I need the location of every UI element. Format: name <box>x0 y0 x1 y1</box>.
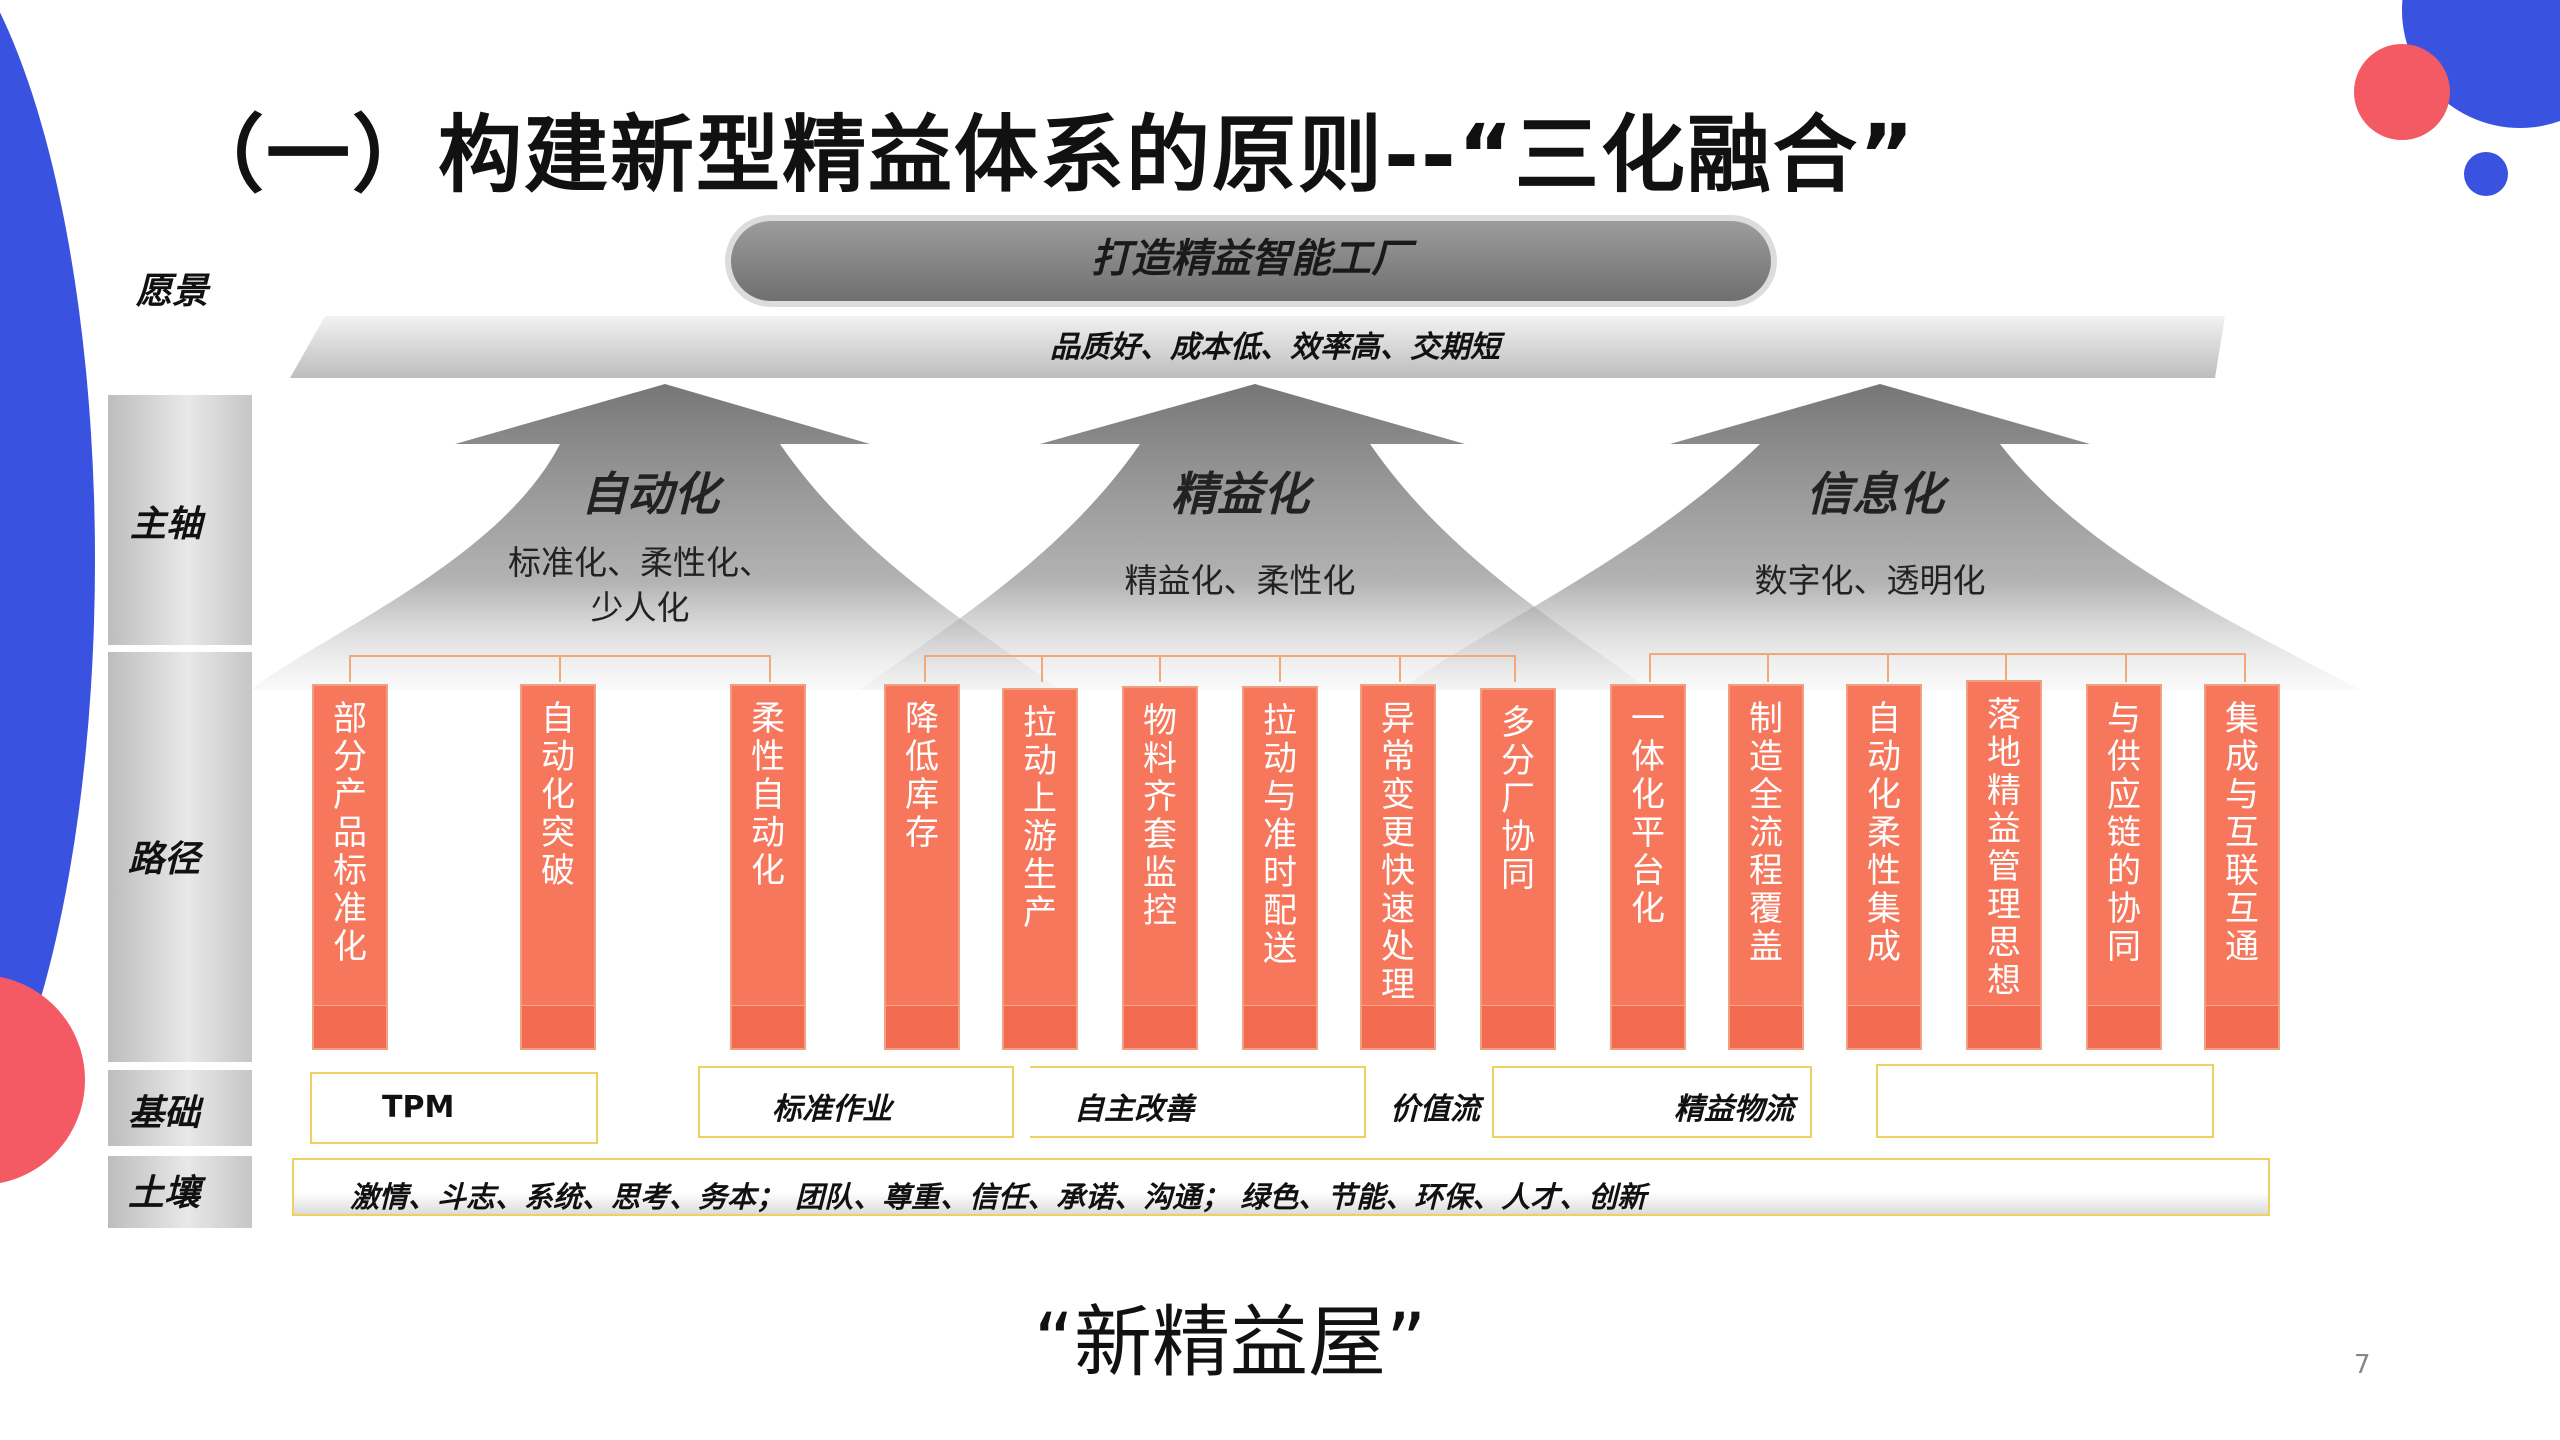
foundation-logistics: 精益物流 <box>1674 1092 1794 1127</box>
foundation-box-empty <box>1876 1064 2214 1138</box>
axis-title-automation: 自动化 <box>581 467 719 521</box>
path-label: 落地精益管理思想 <box>1987 695 2021 1001</box>
pillar-base <box>2088 1005 2160 1048</box>
path-pillar: 柔性自动化 <box>730 684 806 1050</box>
row-label-path: 路径 <box>128 839 201 880</box>
pillar-base <box>2206 1005 2278 1048</box>
path-pillar: 物料齐套监控 <box>1122 686 1198 1050</box>
arrow-automation <box>250 384 1060 690</box>
foundation-box-standard-work <box>698 1066 1014 1138</box>
page-title: （一）构建新型精益体系的原则--“三化融合” <box>180 106 1917 204</box>
pillar-base <box>1612 1005 1684 1048</box>
foundation-box-logistics <box>1492 1066 1812 1138</box>
path-label: 一体化平台化 <box>1631 699 1665 929</box>
label-bar-base <box>108 1070 252 1146</box>
label-bar-soil <box>108 1156 252 1228</box>
path-label: 部分产品标准化 <box>333 699 367 967</box>
path-pillar: 拉动上游生产 <box>1002 688 1078 1050</box>
foundation-box-tpm <box>310 1072 598 1144</box>
axis-subtitle-lean: 精益化、柔性化 <box>1124 561 1356 600</box>
pillar-base <box>1124 1005 1196 1048</box>
row-label-vision: 愿景 <box>136 271 209 312</box>
path-label: 拉动上游生产 <box>1023 703 1057 933</box>
soil-text: 激情、斗志、系统、思考、务本； 团队、尊重、信任、承诺、沟通； 绿色、节能、环保… <box>350 1180 1647 1214</box>
arrow-informatization <box>1400 384 2360 690</box>
row-label-base: 基础 <box>128 1093 201 1134</box>
pillar-base <box>732 1005 804 1048</box>
roof-shape <box>290 316 2225 378</box>
path-label: 自动化柔性集成 <box>1867 699 1901 967</box>
pillar-base <box>1362 1005 1434 1048</box>
path-pillar: 多分厂协同 <box>1480 688 1556 1050</box>
path-label: 物料齐套监控 <box>1143 701 1177 931</box>
axis-title-informatization: 信息化 <box>1806 467 1944 521</box>
top-right-red-circle <box>2354 44 2450 140</box>
pillar-base <box>1004 1005 1076 1048</box>
vision-banner-text: 打造精益智能工厂 <box>1091 236 1411 282</box>
path-label: 制造全流程覆盖 <box>1749 699 1783 967</box>
path-label: 柔性自动化 <box>751 699 785 891</box>
path-pillar: 异常变更快速处理 <box>1360 684 1436 1050</box>
path-label: 自动化突破 <box>541 699 575 891</box>
diagram-caption: “新精益屋” <box>1033 1298 1427 1388</box>
path-label: 异常变更快速处理 <box>1381 699 1415 1005</box>
path-label: 拉动与准时配送 <box>1263 701 1297 969</box>
foundation-tpm: TPM <box>382 1090 455 1125</box>
pillar-base <box>1244 1005 1316 1048</box>
vision-banner-shape <box>725 215 1777 307</box>
path-label: 集成与互联互通 <box>2225 699 2259 967</box>
path-pillar: 自动化突破 <box>520 684 596 1050</box>
vision-roof-text: 品质好、成本低、效率高、交期短 <box>1050 330 1500 365</box>
path-label: 降低库存 <box>905 699 939 853</box>
left-red-circle <box>0 976 85 1184</box>
pillar-base <box>522 1005 594 1048</box>
soil-box <box>292 1158 2270 1216</box>
axis-subtitle-informatization: 数字化、透明化 <box>1754 561 1986 600</box>
pillar-base <box>1968 1005 2040 1048</box>
row-label-soil: 土壤 <box>128 1173 201 1214</box>
label-bar-axis <box>108 395 252 645</box>
axis-subtitle-automation-2: 少人化 <box>590 588 690 627</box>
path-pillar: 拉动与准时配送 <box>1242 686 1318 1050</box>
path-pillar: 自动化柔性集成 <box>1846 684 1922 1050</box>
label-bar-path <box>108 652 252 1062</box>
arrow-lean <box>860 384 1650 690</box>
axis-subtitle-automation-1: 标准化、柔性化、 <box>508 543 772 582</box>
pillar-base <box>886 1005 958 1048</box>
path-pillar: 集成与互联互通 <box>2204 684 2280 1050</box>
path-pillar: 制造全流程覆盖 <box>1728 684 1804 1050</box>
page-number: 7 <box>2354 1350 2371 1380</box>
foundation-box-kaizen <box>1030 1066 1366 1138</box>
path-pillar: 部分产品标准化 <box>312 684 388 1050</box>
left-blue-shape <box>0 12 95 1108</box>
pillar-base <box>1482 1005 1554 1048</box>
axis-title-lean: 精益化 <box>1171 467 1309 521</box>
foundation-standard-work: 标准作业 <box>772 1092 892 1127</box>
path-pillar: 落地精益管理思想 <box>1966 680 2042 1050</box>
path-pillar: 一体化平台化 <box>1610 684 1686 1050</box>
pillar-base <box>1730 1005 1802 1048</box>
path-pillar: 与供应链的协同 <box>2086 684 2162 1050</box>
pillar-base <box>1848 1005 1920 1048</box>
foundation-kaizen: 自主改善 <box>1074 1092 1194 1127</box>
pillar-base <box>314 1005 386 1048</box>
path-pillar: 降低库存 <box>884 684 960 1050</box>
small-blue-dot <box>2464 152 2508 196</box>
row-label-axis: 主轴 <box>130 504 203 545</box>
foundation-value-stream: 价值流 <box>1390 1092 1480 1127</box>
path-label: 与供应链的协同 <box>2107 699 2141 967</box>
path-label: 多分厂协同 <box>1501 703 1535 895</box>
